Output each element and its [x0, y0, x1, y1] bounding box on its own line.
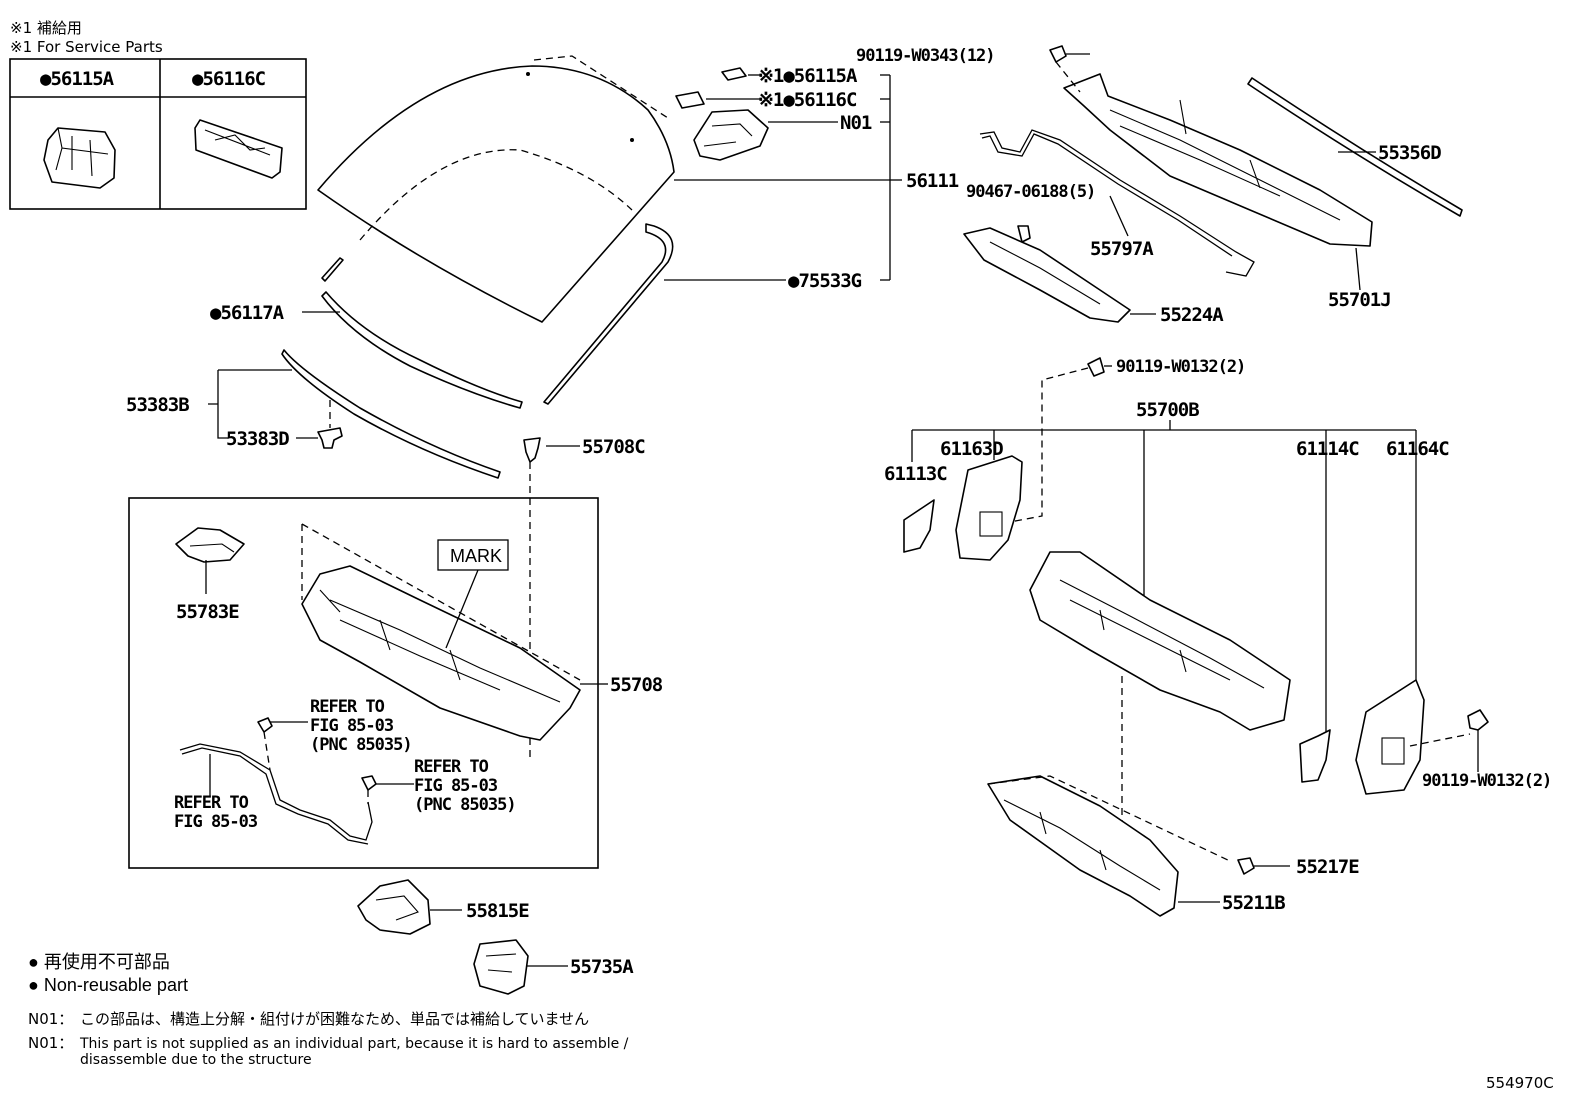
label-55708: 55708	[610, 674, 663, 696]
legend-n01-en-line2: disassemble due to the structure	[80, 1052, 312, 1068]
label-55708C: 55708C	[582, 436, 645, 458]
label-90467-06188: 90467-06188(5)	[966, 182, 1095, 202]
label-55797A: 55797A	[1090, 238, 1154, 260]
seal-55224A	[963, 227, 1156, 323]
label-61164C: 61164C	[1386, 438, 1449, 460]
gusset-61163D-icon	[955, 455, 1023, 561]
refer1-line3: (PNC 85035)	[310, 735, 412, 755]
legend-n01-en-line1: This part is not supplied as an individu…	[79, 1036, 629, 1052]
label-56115A: ※1●56115A	[758, 65, 858, 87]
mark-box	[437, 539, 509, 571]
label-55815E: 55815E	[466, 900, 529, 922]
label-56117A: ●56117A	[210, 302, 285, 324]
cowl-top-panel-55701J	[1055, 61, 1373, 291]
clip-56116C-small-icon	[675, 91, 705, 109]
cowl-lower-55211B	[987, 775, 1233, 917]
label-90119-W0343: 90119-W0343(12)	[856, 46, 995, 66]
label-55735A: 55735A	[570, 956, 634, 978]
cowl-louver-group-box	[128, 497, 599, 869]
legend-nonreusable-en: ● Non-reusable part	[28, 975, 188, 995]
bolt-90119-W0343-icon	[1049, 45, 1090, 63]
legend-nonreusable-jp: ● 再使用不可部品	[28, 952, 170, 972]
legend-n01-jp-prefix: N01：	[28, 1010, 73, 1028]
label-75533G: ●75533G	[788, 270, 862, 292]
refer3-line1: REFER TO	[174, 793, 249, 813]
lower-dam	[321, 291, 523, 409]
label-55783E: 55783E	[176, 601, 239, 623]
bolt-90119-W0132-top-icon	[1009, 357, 1112, 523]
leaders-top-center	[208, 74, 902, 447]
legend-n01-jp: この部品は、構造上分解・組付けが困難なため、単品では補給していません	[80, 1010, 589, 1028]
label-90119-W0132-bottom: 90119-W0132(2)	[1422, 771, 1551, 791]
label-55700B: 55700B	[1136, 399, 1199, 421]
label-61113C: 61113C	[884, 463, 947, 485]
refer1-line1: REFER TO	[310, 697, 385, 717]
mark-leader	[445, 569, 479, 649]
bracket-N01-icon	[693, 109, 769, 161]
clip-90467-icon	[1017, 225, 1031, 243]
cowl-molding-strip	[281, 349, 501, 479]
cowl-louver-55708	[301, 523, 581, 741]
table-col-56115A: ●56115A	[40, 68, 115, 90]
mark-label: MARK	[450, 546, 502, 566]
glass-molding	[543, 223, 674, 405]
clip-55217E-icon	[1237, 857, 1290, 875]
clip-56115A-small-icon	[721, 67, 747, 81]
label-61114C: 61114C	[1296, 438, 1359, 460]
label-56111: 56111	[906, 170, 959, 192]
refer2-line2: FIG 85-03	[414, 776, 498, 796]
label-90119-W0132-top: 90119-W0132(2)	[1116, 357, 1245, 377]
label-55356D: 55356D	[1378, 142, 1441, 164]
service-note-en: ※1 For Service Parts	[10, 38, 163, 56]
label-55701J: 55701J	[1328, 289, 1391, 311]
label-55217E: 55217E	[1296, 856, 1359, 878]
refer2-line1: REFER TO	[414, 757, 489, 777]
glass-seal-strip	[321, 257, 344, 282]
cover-55735A-icon	[473, 939, 568, 995]
figure-code: 554970C	[1486, 1074, 1554, 1092]
bracket-55815E-icon	[357, 879, 462, 935]
refer1-line2: FIG 85-03	[310, 716, 394, 736]
legend: ● 再使用不可部品 ● Non-reusable part N01： この部品は…	[28, 952, 629, 1068]
table-col-56116C: ●56116C	[192, 68, 266, 90]
bracket-56116C-icon	[194, 119, 283, 179]
hose-55797A	[979, 129, 1255, 277]
clip-53383D-icon	[317, 400, 343, 449]
refer2-line3: (PNC 85035)	[414, 795, 516, 815]
weatherstrip-55356D	[1247, 77, 1463, 217]
cowl-panel-55700B	[1029, 551, 1291, 860]
label-53383B: 53383B	[126, 394, 189, 416]
label-N01: N01	[840, 112, 872, 134]
bolt-90119-W0132-bottom-icon	[1467, 709, 1489, 772]
clip-56115A-icon	[43, 127, 116, 189]
bracket-55783E-icon	[175, 527, 245, 594]
label-55224A: 55224A	[1160, 304, 1224, 326]
brace-61114C-icon	[1299, 729, 1331, 783]
service-parts-table: ●56115A ●56116C	[9, 58, 307, 210]
gusset-61164C-icon	[1355, 679, 1471, 795]
brace-61113C-icon	[903, 499, 935, 553]
windshield-glass	[317, 55, 675, 323]
label-56116C: ※1●56116C	[758, 89, 857, 111]
legend-n01-en-prefix: N01：	[28, 1034, 73, 1052]
washer-hose	[179, 717, 414, 845]
service-note-jp: ※1 補給用	[10, 19, 82, 37]
refer3-line2: FIG 85-03	[174, 812, 258, 832]
label-61163D: 61163D	[940, 438, 1003, 460]
label-55211B: 55211B	[1222, 892, 1285, 914]
part-labels: ※1●56115A ※1●56116C N01 56111 ●75533G ●5…	[126, 46, 1552, 978]
label-53383D: 53383D	[226, 428, 289, 450]
clip-55708C-icon	[523, 437, 541, 760]
